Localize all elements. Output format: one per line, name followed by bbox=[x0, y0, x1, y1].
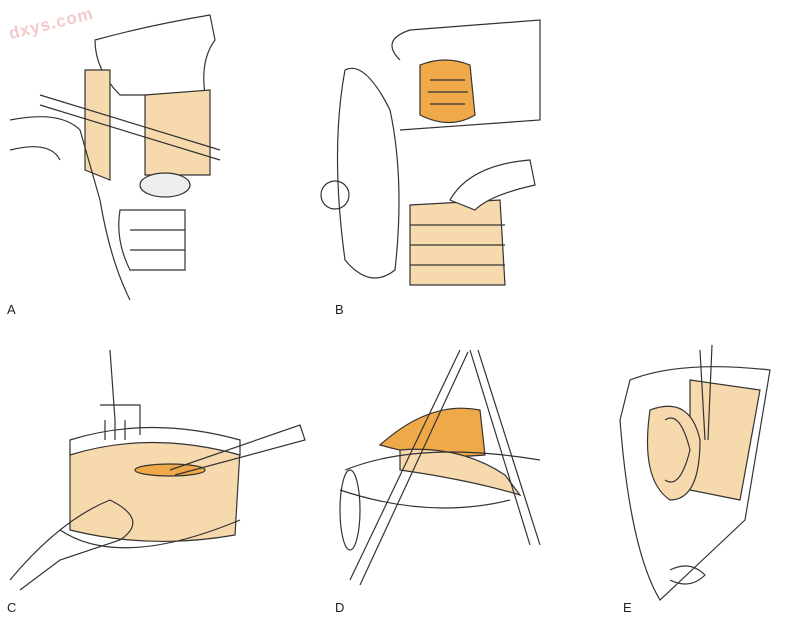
panel-label-b: B bbox=[335, 302, 344, 317]
panel-label-e: E bbox=[623, 600, 632, 615]
panel-label-a: A bbox=[7, 302, 16, 317]
panel-label-d: D bbox=[335, 600, 345, 615]
panel-d-drawing bbox=[339, 349, 541, 586]
panel-b-drawing bbox=[320, 19, 541, 286]
panel-e-drawing bbox=[619, 344, 771, 601]
panel-c-drawing bbox=[9, 349, 306, 591]
panel-label-c: C bbox=[7, 600, 17, 615]
panel-a-drawing bbox=[9, 14, 221, 301]
